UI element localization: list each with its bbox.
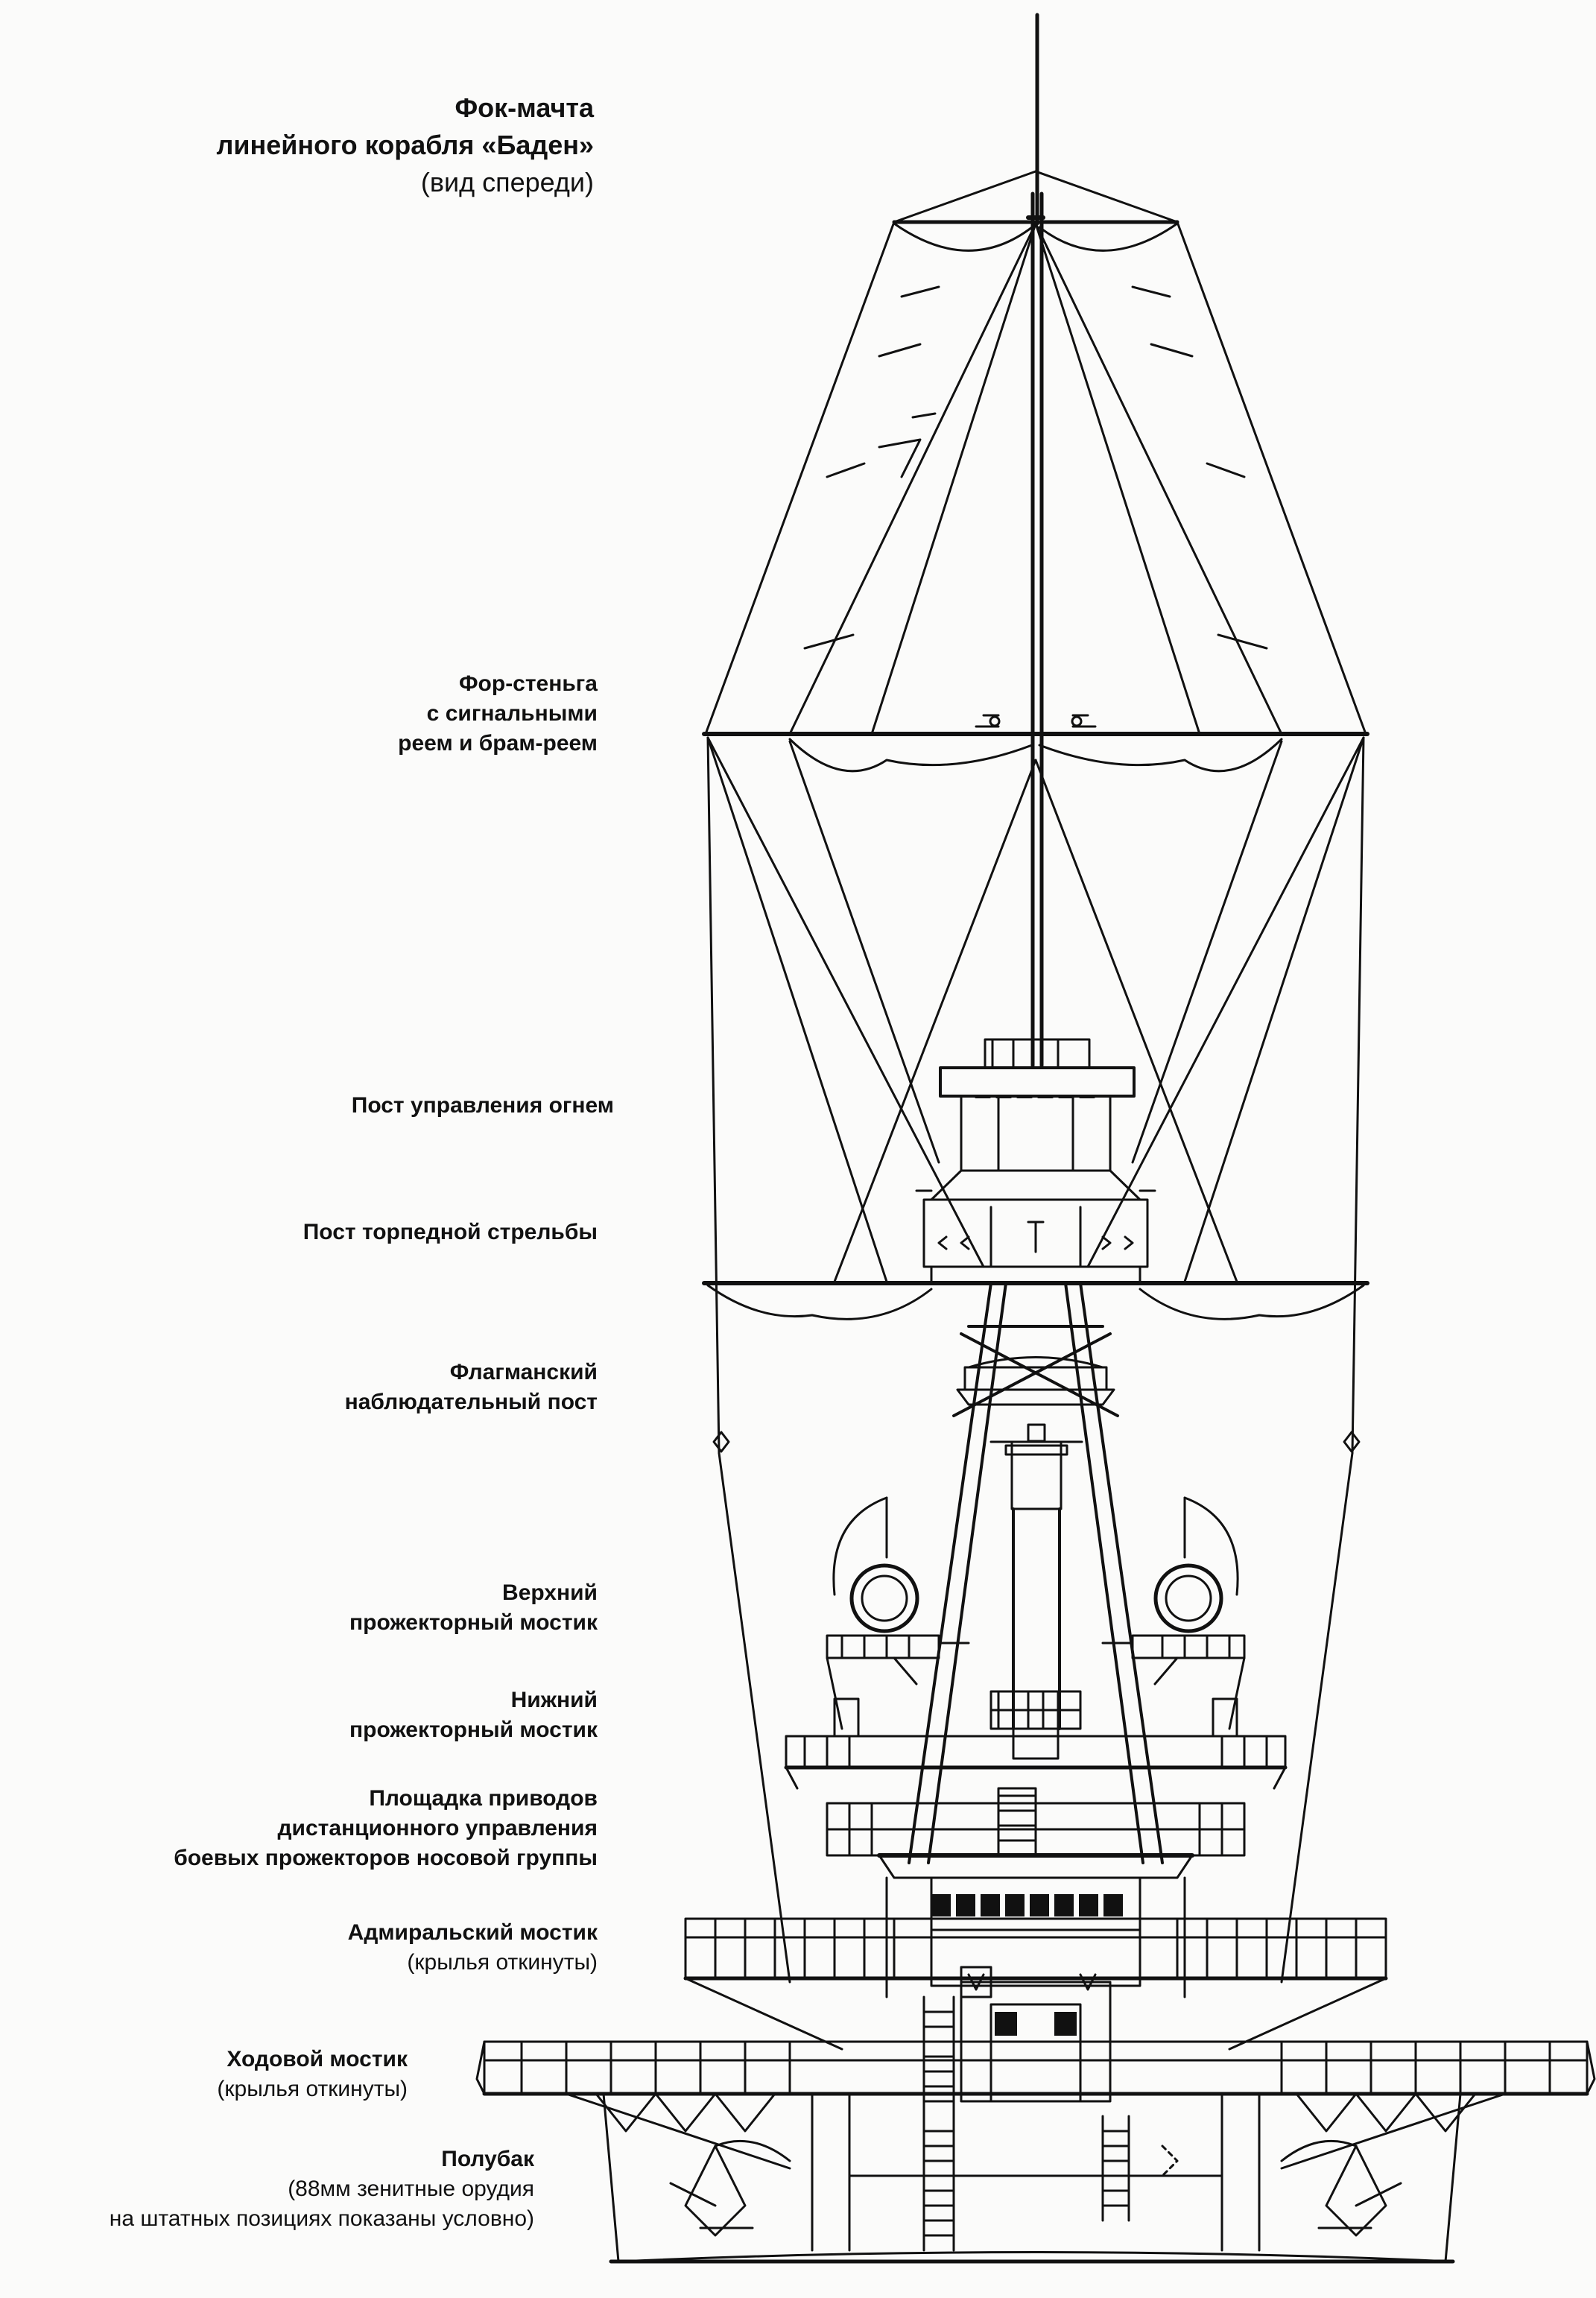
label-upper-searchlight: Верхний прожекторный мостик (349, 1580, 598, 1635)
torpedo-post (915, 1169, 1156, 1285)
navigation-bridge (475, 2040, 1596, 2170)
label-torpedo-post: Пост торпедной стрельбы (303, 1220, 598, 1244)
diagram-title: Фок-мачта линейного корабля «Баден» (вид… (217, 89, 594, 201)
label-fire-control: Пост управления огнем (351, 1093, 614, 1118)
label-flag-post: Флагманский наблюдательный пост (344, 1360, 598, 1414)
label-admiral-bridge: Адмиральский мостик (крылья откинуты) (347, 1920, 598, 1975)
forecastle (602, 2092, 1462, 2264)
title-line-3: (вид спереди) (420, 167, 594, 197)
rigging-lower (706, 736, 1365, 1984)
drive-platform (826, 1787, 1246, 1879)
lower-searchlight-bridge (784, 1690, 1288, 1790)
topmast-yard (702, 714, 1369, 773)
label-nav-bridge: Ходовой мостик (крылья откинуты) (217, 2047, 408, 2101)
aa-gun-right (1280, 2139, 1402, 2237)
rigging-upper (704, 170, 1367, 735)
label-topmast: Фор-стеньга с сигнальными реем и брам-ре… (398, 671, 598, 756)
aa-gun-left (669, 2139, 791, 2237)
window-row (931, 1894, 1123, 1916)
title-line-1: Фок-мачта (455, 92, 594, 123)
fire-control-post (939, 1038, 1136, 1172)
label-forecastle: Полубак (88мм зенитные орудия на штатных… (109, 2147, 534, 2231)
tripod-legs (908, 1282, 1164, 1864)
admiral-bridge (683, 1917, 1388, 2103)
lower-yard (702, 1281, 1369, 1320)
topmast-pole (1030, 13, 1044, 1068)
label-drive-platform: Площадка приводов дистанционного управле… (174, 1786, 598, 1870)
title-line-2: линейного корабля «Баден» (216, 130, 594, 160)
label-lower-searchlight: Нижний прожекторный мостик (349, 1688, 598, 1742)
flag-observation-post (956, 1356, 1115, 1730)
upper-searchlight-bridge (826, 1496, 1246, 1730)
ladders (922, 1995, 1130, 2252)
